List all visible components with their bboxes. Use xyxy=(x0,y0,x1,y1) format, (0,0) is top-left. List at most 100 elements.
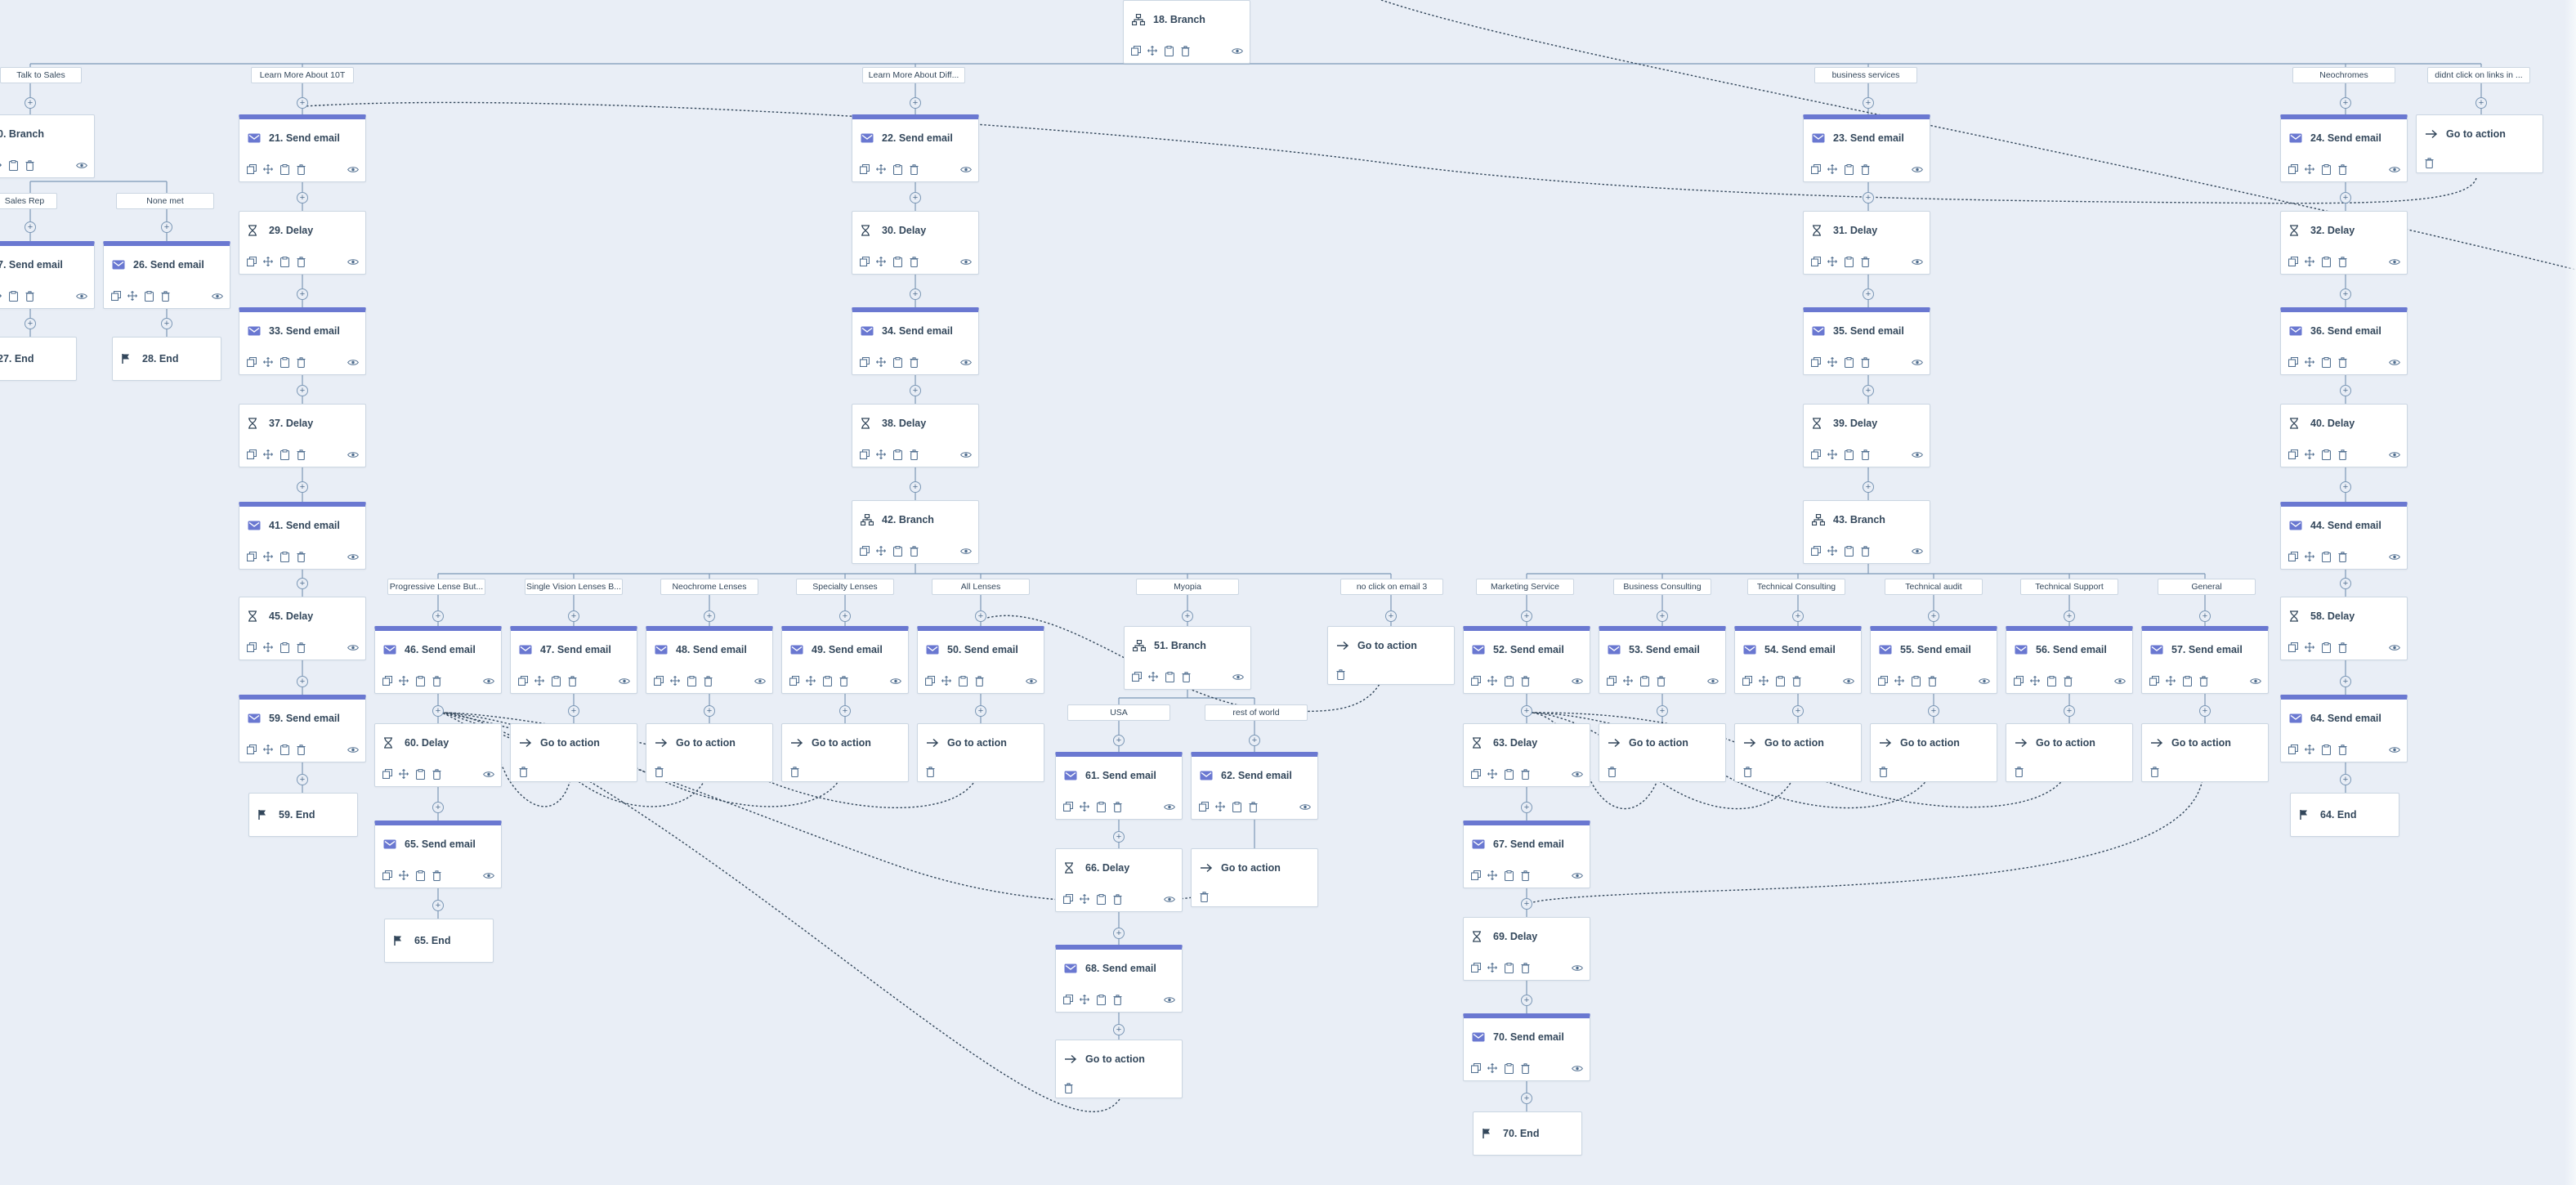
card-header[interactable]: 21. Send email xyxy=(239,119,365,157)
move-icon[interactable] xyxy=(2029,675,2041,686)
clone-icon[interactable] xyxy=(279,356,290,368)
copy-icon[interactable] xyxy=(2288,551,2299,562)
branch-path-label[interactable]: Single Vision Lenses B... xyxy=(525,579,623,595)
clone-icon[interactable] xyxy=(1843,449,1854,460)
preview-eye-icon[interactable] xyxy=(960,356,972,368)
card-header[interactable]: 65. Send email xyxy=(375,825,501,863)
card-header[interactable]: Go to action xyxy=(2142,724,2268,762)
delete-icon[interactable] xyxy=(1519,768,1531,780)
move-icon[interactable] xyxy=(127,290,138,302)
copy-icon[interactable] xyxy=(2288,642,2299,653)
preview-eye-icon[interactable] xyxy=(2114,675,2126,686)
action-card-64-end-66[interactable]: 64. End xyxy=(2290,793,2399,837)
clone-icon[interactable] xyxy=(1843,163,1854,175)
add-action-plus-icon[interactable]: + xyxy=(297,578,308,589)
add-action-plus-icon[interactable]: + xyxy=(161,318,172,329)
delete-icon[interactable] xyxy=(2423,157,2435,168)
action-card-62-send-email-33[interactable]: 62. Send email xyxy=(1191,752,1318,820)
branch-path-label[interactable]: USA xyxy=(1067,704,1170,721)
delete-icon[interactable] xyxy=(1859,356,1871,368)
preview-eye-icon[interactable] xyxy=(1912,449,1923,460)
action-card-go-to-action-28[interactable]: Go to action xyxy=(781,723,909,782)
action-card-65-end-31[interactable]: 65. End xyxy=(384,919,494,963)
copy-icon[interactable] xyxy=(2288,256,2299,267)
preview-eye-icon[interactable] xyxy=(2389,642,2400,653)
add-action-plus-icon[interactable]: + xyxy=(568,610,579,622)
card-header[interactable]: 53. Send email xyxy=(1599,631,1725,669)
delete-icon[interactable] xyxy=(159,290,171,302)
move-icon[interactable] xyxy=(2304,744,2315,755)
card-header[interactable]: 49. Send email xyxy=(782,631,908,669)
card-header[interactable]: 61. Send email xyxy=(1056,757,1182,794)
move-icon[interactable] xyxy=(1827,163,1838,175)
move-icon[interactable] xyxy=(262,356,274,368)
clone-icon[interactable] xyxy=(2181,675,2193,686)
delete-icon[interactable] xyxy=(431,768,442,780)
clone-icon[interactable] xyxy=(2320,256,2332,267)
action-card-64-send-email-65[interactable]: 64. Send email xyxy=(2280,695,2408,762)
add-action-plus-icon[interactable]: + xyxy=(975,610,986,622)
card-header[interactable]: 70. Send email xyxy=(1464,1018,1590,1056)
preview-eye-icon[interactable] xyxy=(1572,1062,1583,1074)
add-action-plus-icon[interactable]: + xyxy=(2340,192,2351,203)
delete-icon[interactable] xyxy=(295,356,306,368)
card-header[interactable]: 55. Send email xyxy=(1871,631,1997,669)
copy-icon[interactable] xyxy=(1810,545,1822,557)
delete-icon[interactable] xyxy=(973,675,985,686)
branch-path-label[interactable]: Talk to Sales xyxy=(0,67,82,83)
delete-icon[interactable] xyxy=(1180,671,1192,682)
action-card-top-branch[interactable]: 18. Branch xyxy=(1123,0,1250,64)
preview-eye-icon[interactable] xyxy=(1164,801,1175,812)
card-header[interactable]: 42. Branch xyxy=(852,501,978,539)
branch-path-label[interactable]: Technical Consulting xyxy=(1747,579,1845,595)
add-action-plus-icon[interactable]: + xyxy=(1113,735,1125,746)
action-card-63-delay-49[interactable]: 63. Delay xyxy=(1463,723,1590,787)
add-action-plus-icon[interactable]: + xyxy=(1863,481,1874,493)
add-action-plus-icon[interactable]: + xyxy=(2199,610,2211,622)
move-icon[interactable] xyxy=(1079,801,1090,812)
add-action-plus-icon[interactable]: + xyxy=(1385,610,1397,622)
add-action-plus-icon[interactable]: + xyxy=(1182,610,1193,622)
add-action-plus-icon[interactable]: + xyxy=(2475,97,2487,109)
action-card-7-send-email-1[interactable]: 7. Send email xyxy=(0,241,95,309)
clone-icon[interactable] xyxy=(1639,675,1650,686)
preview-eye-icon[interactable] xyxy=(212,290,223,302)
add-action-plus-icon[interactable]: + xyxy=(25,221,36,233)
delete-icon[interactable] xyxy=(1742,766,1753,777)
card-header[interactable]: 41. Send email xyxy=(239,507,365,544)
clone-icon[interactable] xyxy=(1843,545,1854,557)
preview-eye-icon[interactable] xyxy=(1912,256,1923,267)
action-card-46-send-email-18[interactable]: 46. Send email xyxy=(374,626,502,694)
delete-icon[interactable] xyxy=(1859,545,1871,557)
delete-icon[interactable] xyxy=(517,766,529,777)
card-header[interactable]: Go to action xyxy=(511,724,637,762)
copy-icon[interactable] xyxy=(1470,1062,1482,1074)
clone-icon[interactable] xyxy=(821,675,833,686)
clone-icon[interactable] xyxy=(2320,744,2332,755)
card-header[interactable]: Go to action xyxy=(1735,724,1861,762)
action-card-70-send-email-57[interactable]: 70. Send email xyxy=(1463,1013,1590,1081)
action-card-37-delay-8[interactable]: 37. Delay xyxy=(239,404,366,467)
add-action-plus-icon[interactable]: + xyxy=(910,192,921,203)
move-icon[interactable] xyxy=(262,449,274,460)
copy-icon[interactable] xyxy=(1606,675,1617,686)
preview-eye-icon[interactable] xyxy=(960,545,972,557)
branch-path-label[interactable]: None met xyxy=(116,193,214,209)
preview-eye-icon[interactable] xyxy=(2389,449,2400,460)
preview-eye-icon[interactable] xyxy=(619,675,630,686)
action-card-68-send-email-36[interactable]: 68. Send email xyxy=(1055,945,1183,1013)
card-header[interactable]: 47. Send email xyxy=(511,631,637,669)
branch-path-label[interactable]: no click on email 3 xyxy=(1340,579,1443,595)
move-icon[interactable] xyxy=(1894,675,1905,686)
branch-path-label[interactable]: Technical audit xyxy=(1885,579,1983,595)
delete-icon[interactable] xyxy=(2337,163,2348,175)
delete-icon[interactable] xyxy=(908,545,919,557)
preview-eye-icon[interactable] xyxy=(1232,45,1243,56)
copy-icon[interactable] xyxy=(246,744,257,755)
add-action-plus-icon[interactable]: + xyxy=(432,802,444,813)
card-header[interactable]: 28. End xyxy=(113,338,221,380)
branch-path-label[interactable]: Learn More About 10T xyxy=(251,67,354,83)
add-action-plus-icon[interactable]: + xyxy=(1249,735,1260,746)
delete-icon[interactable] xyxy=(295,449,306,460)
action-card-50-send-email-22[interactable]: 50. Send email xyxy=(917,626,1044,694)
